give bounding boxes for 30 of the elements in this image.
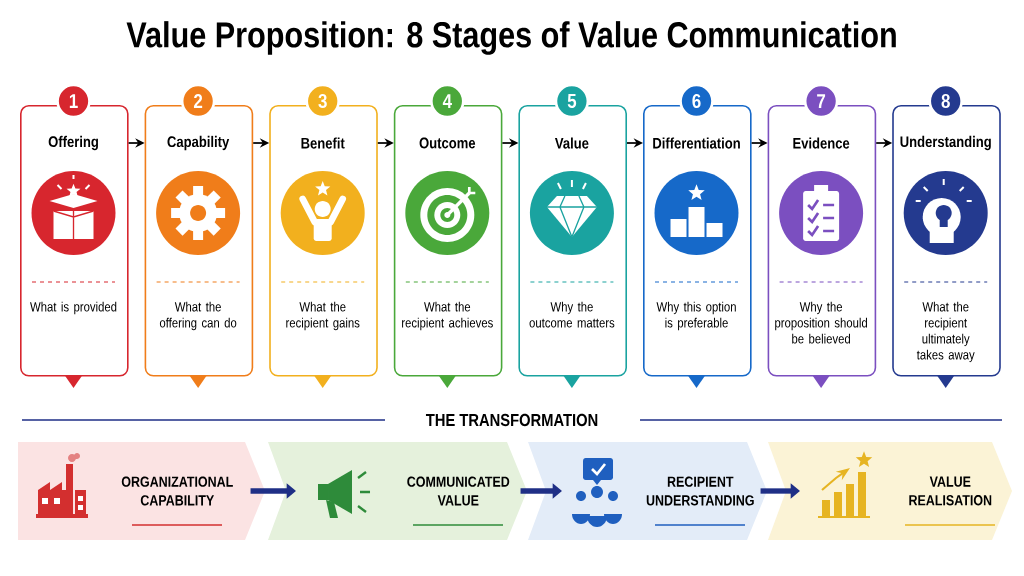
- number-badge: 4: [429, 83, 465, 119]
- stage-description: What the recipient achieves: [402, 301, 493, 331]
- number-badge: 7: [803, 83, 839, 119]
- number-badge: 5: [554, 83, 590, 119]
- stage-heading: Evidence: [793, 137, 850, 149]
- number-badge: 6: [679, 83, 714, 119]
- number-badge: 1: [56, 83, 91, 119]
- stage-heading: Offering: [48, 135, 98, 151]
- chevron-band: COMMUNICATED VALUE: [268, 442, 527, 540]
- number-badge: 3: [305, 83, 341, 119]
- stage-heading: Benefit: [301, 137, 345, 149]
- stage-description: Why the outcome matters: [529, 301, 615, 328]
- stage-description: What the recipient ultimately takes away: [916, 301, 975, 363]
- stage-description: What the offering can do: [159, 301, 237, 331]
- chevron-band: ORGANIZATIONAL CAPABILITY: [18, 442, 265, 540]
- stage-heading: Value: [554, 137, 589, 149]
- number-badge: 2: [180, 83, 216, 119]
- title: Value Proposition: 8 Stages of Value Communication: [126, 21, 896, 55]
- stage-heading: Capability: [167, 135, 230, 151]
- chevron-band: VALUE REALISATION: [768, 442, 1012, 540]
- section-label: THE TRANSFORMATION: [425, 413, 598, 427]
- stage-heading: Differentiation: [653, 137, 740, 149]
- number-badge: 8: [928, 83, 964, 119]
- stage-description: What is provided: [30, 301, 117, 315]
- stage-description: Why the proposition should be believed: [775, 301, 867, 344]
- stage-heading: Outcome: [419, 137, 476, 149]
- chevron-band: RECIPIENT UNDERSTANDING: [528, 442, 767, 540]
- stage-heading: Understanding: [900, 135, 991, 151]
- stage-description: What the recipient gains: [286, 301, 360, 331]
- stage-description: Why this option is preferable: [656, 301, 736, 331]
